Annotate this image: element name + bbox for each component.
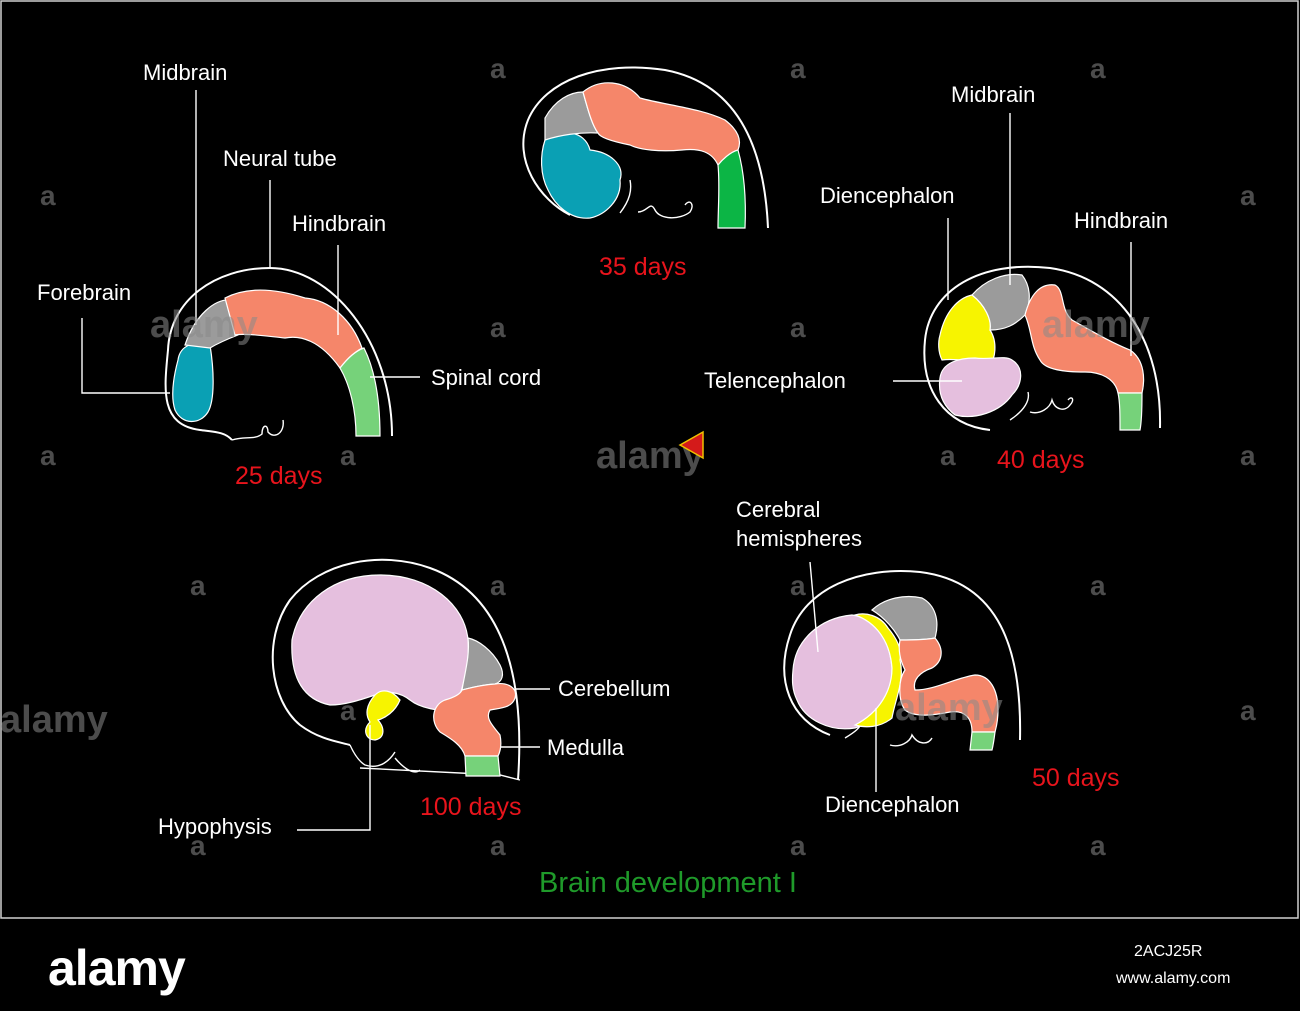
label-midbrain-40: Midbrain — [951, 82, 1035, 107]
age-40-days: 40 days — [997, 446, 1085, 474]
watermark-word: alamy — [895, 687, 1003, 729]
label-forebrain: Forebrain — [37, 280, 131, 305]
label-hindbrain-40: Hindbrain — [1074, 208, 1168, 233]
svg-text:a: a — [790, 570, 806, 601]
svg-text:a: a — [1090, 830, 1106, 861]
diencephalon-50 — [853, 613, 902, 728]
label-neural-tube: Neural tube — [223, 146, 337, 171]
medulla-100 — [433, 683, 517, 757]
svg-text:a: a — [1090, 570, 1106, 601]
spinal-cord-25 — [339, 347, 381, 437]
diencephalon-40 — [938, 294, 996, 366]
stage-100-days: Cerebellum Medulla Hypophysis 100 days — [158, 558, 671, 839]
watermark-word: alamy — [1042, 304, 1150, 346]
svg-text:a: a — [1090, 53, 1106, 84]
svg-text:a: a — [340, 440, 356, 471]
label-cerebral-hemispheres-line2: hemispheres — [736, 526, 862, 551]
spinal-cord-40 — [1117, 392, 1143, 431]
svg-text:a: a — [790, 53, 806, 84]
watermark-word: alamy — [0, 699, 108, 741]
svg-text:a: a — [1240, 440, 1256, 471]
age-100-days: 100 days — [420, 793, 521, 821]
label-midbrain-25: Midbrain — [143, 60, 227, 85]
spinal-cord-35 — [717, 149, 746, 229]
label-cerebellum: Cerebellum — [558, 676, 671, 701]
age-25-days: 25 days — [235, 462, 323, 490]
svg-text:a: a — [40, 180, 56, 211]
label-hypophysis: Hypophysis — [158, 814, 272, 839]
label-hindbrain-25: Hindbrain — [292, 211, 386, 236]
stage-25-days: Midbrain Neural tube Hindbrain Forebrain… — [37, 60, 541, 490]
svg-text:a: a — [190, 570, 206, 601]
label-telencephalon: Telencephalon — [704, 368, 846, 393]
label-cerebral-hemispheres-line1: Cerebral — [736, 497, 820, 522]
svg-text:a: a — [1240, 695, 1256, 726]
footer-image-id: 2ACJ25R — [1134, 943, 1202, 960]
embryo-outline-25 — [164, 266, 393, 441]
cerebral-hemisphere-100 — [291, 574, 469, 712]
svg-text:a: a — [490, 830, 506, 861]
svg-text:a: a — [940, 440, 956, 471]
watermark-layer: alamy alamy alamy alamy alamy a a a a a … — [0, 53, 1256, 861]
svg-text:a: a — [1240, 180, 1256, 211]
embryo-jaw-35 — [619, 179, 693, 219]
label-diencephalon-40: Diencephalon — [820, 183, 955, 208]
label-spinal-cord: Spinal cord — [431, 365, 541, 390]
stock-footer: alamy 2ACJ25R www.alamy.com — [48, 940, 1230, 996]
forebrain-25 — [172, 342, 214, 423]
svg-text:a: a — [490, 312, 506, 343]
hypophysis-100 — [365, 690, 401, 741]
diagram-title: Brain development I — [539, 867, 797, 899]
label-diencephalon-50: Diencephalon — [825, 792, 960, 817]
embryo-jaw-40 — [1009, 391, 1074, 421]
svg-text:a: a — [790, 312, 806, 343]
age-35-days: 35 days — [599, 253, 687, 281]
stage-35-days: 35 days — [522, 66, 769, 281]
label-medulla: Medulla — [547, 735, 625, 760]
footer-brand-logo: alamy — [48, 940, 186, 996]
svg-text:a: a — [490, 53, 506, 84]
embryo-outline-100 — [271, 558, 521, 781]
stage-50-days: Cerebral hemispheres Diencephalon 50 day… — [736, 497, 1120, 817]
watermark-logo-mark — [678, 430, 704, 460]
svg-text:a: a — [190, 830, 206, 861]
stage-40-days: Midbrain Diencephalon Hindbrain Telencep… — [704, 82, 1168, 474]
embryo-outline-35 — [522, 66, 769, 229]
forebrain-35 — [541, 132, 622, 219]
watermark-word: alamy — [150, 304, 258, 346]
telencephalon-40 — [938, 357, 1022, 418]
age-50-days: 50 days — [1032, 764, 1120, 792]
svg-text:a: a — [40, 440, 56, 471]
spinal-cord-50 — [969, 731, 996, 751]
footer-url: www.alamy.com — [1115, 970, 1230, 987]
svg-text:a: a — [790, 830, 806, 861]
svg-text:a: a — [490, 570, 506, 601]
embryo-outline-50 — [783, 570, 1022, 741]
embryo-jaw-25 — [231, 419, 284, 441]
hindbrain-50 — [898, 637, 999, 733]
spinal-cord-100 — [464, 755, 501, 777]
embryo-outline-40 — [923, 265, 1162, 431]
svg-text:a: a — [340, 695, 356, 726]
